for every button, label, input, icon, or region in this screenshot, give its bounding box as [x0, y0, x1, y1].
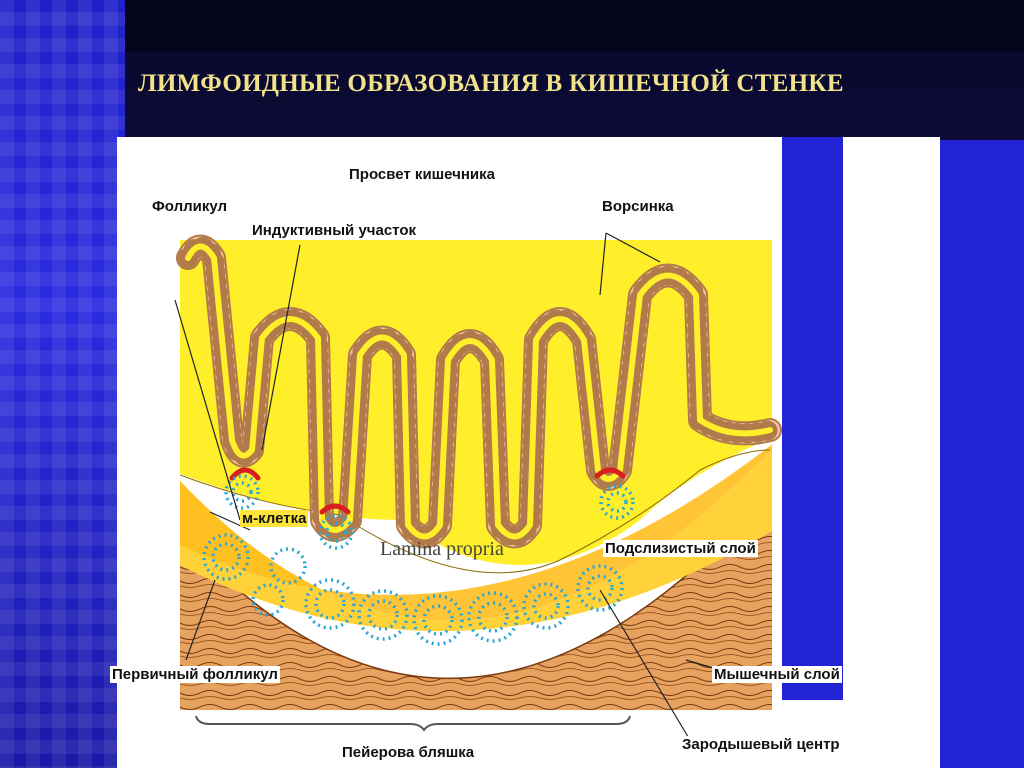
- label-germinal-center: Зародышевый центр: [680, 736, 842, 753]
- leader-lines: [174, 232, 721, 741]
- germinal-center: [412, 594, 464, 646]
- slide-left-blue-band: [0, 0, 125, 768]
- primary-follicle: [202, 533, 250, 581]
- germinal-center: [422, 604, 454, 636]
- peyers-patch-bracket: [195, 715, 631, 732]
- submucosa-band: [180, 444, 772, 621]
- follicle: [325, 521, 347, 543]
- diagram-right-panel: [843, 137, 940, 768]
- primary-follicle: [211, 542, 241, 572]
- diagram-white-corner: [782, 700, 843, 768]
- label-peyers-patch: Пейерова бляшка: [340, 744, 477, 761]
- follicle: [224, 474, 260, 510]
- germinal-center: [467, 591, 519, 643]
- slide-title: ЛИМФОИДНЫЕ ОБРАЗОВАНИЯ В КИШЕЧНОЙ СТЕНКЕ: [138, 70, 844, 97]
- label-m-cell: м-клетка: [240, 510, 309, 527]
- diagram-blue-strip: [782, 137, 843, 700]
- germinal-center: [357, 589, 409, 641]
- germinal-center: [522, 582, 570, 630]
- germinal-center: [586, 574, 614, 602]
- label-muscle-layer: Мышечный слой: [712, 666, 842, 683]
- follicle: [606, 491, 628, 513]
- m-cells: [229, 467, 626, 515]
- primary-follicle: [251, 583, 285, 617]
- slide-right-blue-band: [940, 140, 1024, 768]
- follicle: [599, 484, 635, 520]
- primary-follicle: [269, 547, 307, 585]
- germinal-center: [532, 592, 560, 620]
- germinal-center: [314, 588, 346, 620]
- germinal-center: [576, 564, 624, 612]
- germinal-center: [367, 599, 399, 631]
- slide-left-square-pattern: [0, 0, 125, 768]
- m-cell: [594, 467, 626, 479]
- follicle: [231, 481, 253, 503]
- m-cell: [229, 467, 261, 481]
- germinal-center: [304, 578, 356, 630]
- villi: [176, 234, 782, 549]
- germinal-center: [477, 601, 509, 633]
- label-primary-follicle: Первичный фолликул: [110, 666, 280, 683]
- submucosa-layer: [180, 449, 772, 632]
- follicle: [318, 514, 354, 550]
- slide-top-dark-band: [125, 0, 1024, 52]
- label-lamina-propria: Lamina propria: [380, 538, 504, 560]
- label-submucosa: Подслизистый слой: [603, 540, 758, 557]
- label-lumen: Просвет кишечника: [347, 166, 497, 183]
- follicles: [202, 474, 635, 646]
- label-villus: Ворсинка: [600, 198, 676, 215]
- m-cell: [319, 503, 351, 515]
- label-inductive-site: Индуктивный участок: [250, 222, 418, 239]
- label-follicle: Фолликул: [150, 198, 230, 215]
